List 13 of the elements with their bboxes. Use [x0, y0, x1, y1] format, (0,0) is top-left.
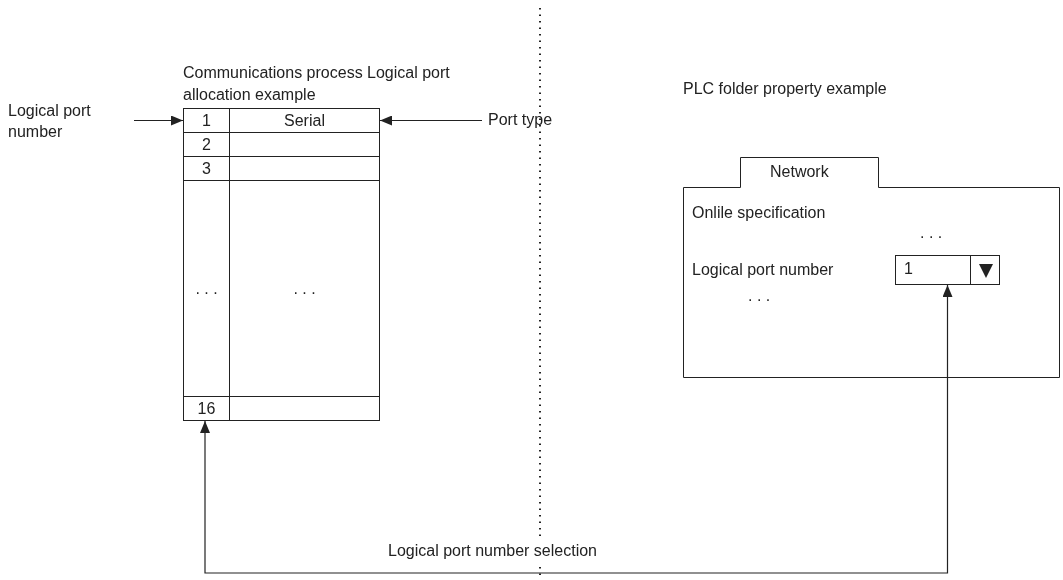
tab-label: Network [770, 162, 829, 182]
panel-heading: PLC folder property example [683, 79, 887, 99]
callout-label: Logical port number [8, 101, 92, 142]
table-cell: Serial [229, 108, 380, 133]
edge-label: Logical port number selection [388, 540, 597, 562]
dropdown-field: 1 [895, 255, 1000, 285]
field-label: Onlile specification [692, 203, 826, 223]
table-cell: 16 [183, 396, 230, 421]
field-label: Logical port number [692, 260, 834, 280]
callout-label: Port type [488, 110, 554, 130]
ellipsis: . . . [920, 223, 943, 243]
table-heading: Communications process Logical port allocation example [183, 63, 451, 105]
ellipsis: . . . [748, 286, 771, 306]
